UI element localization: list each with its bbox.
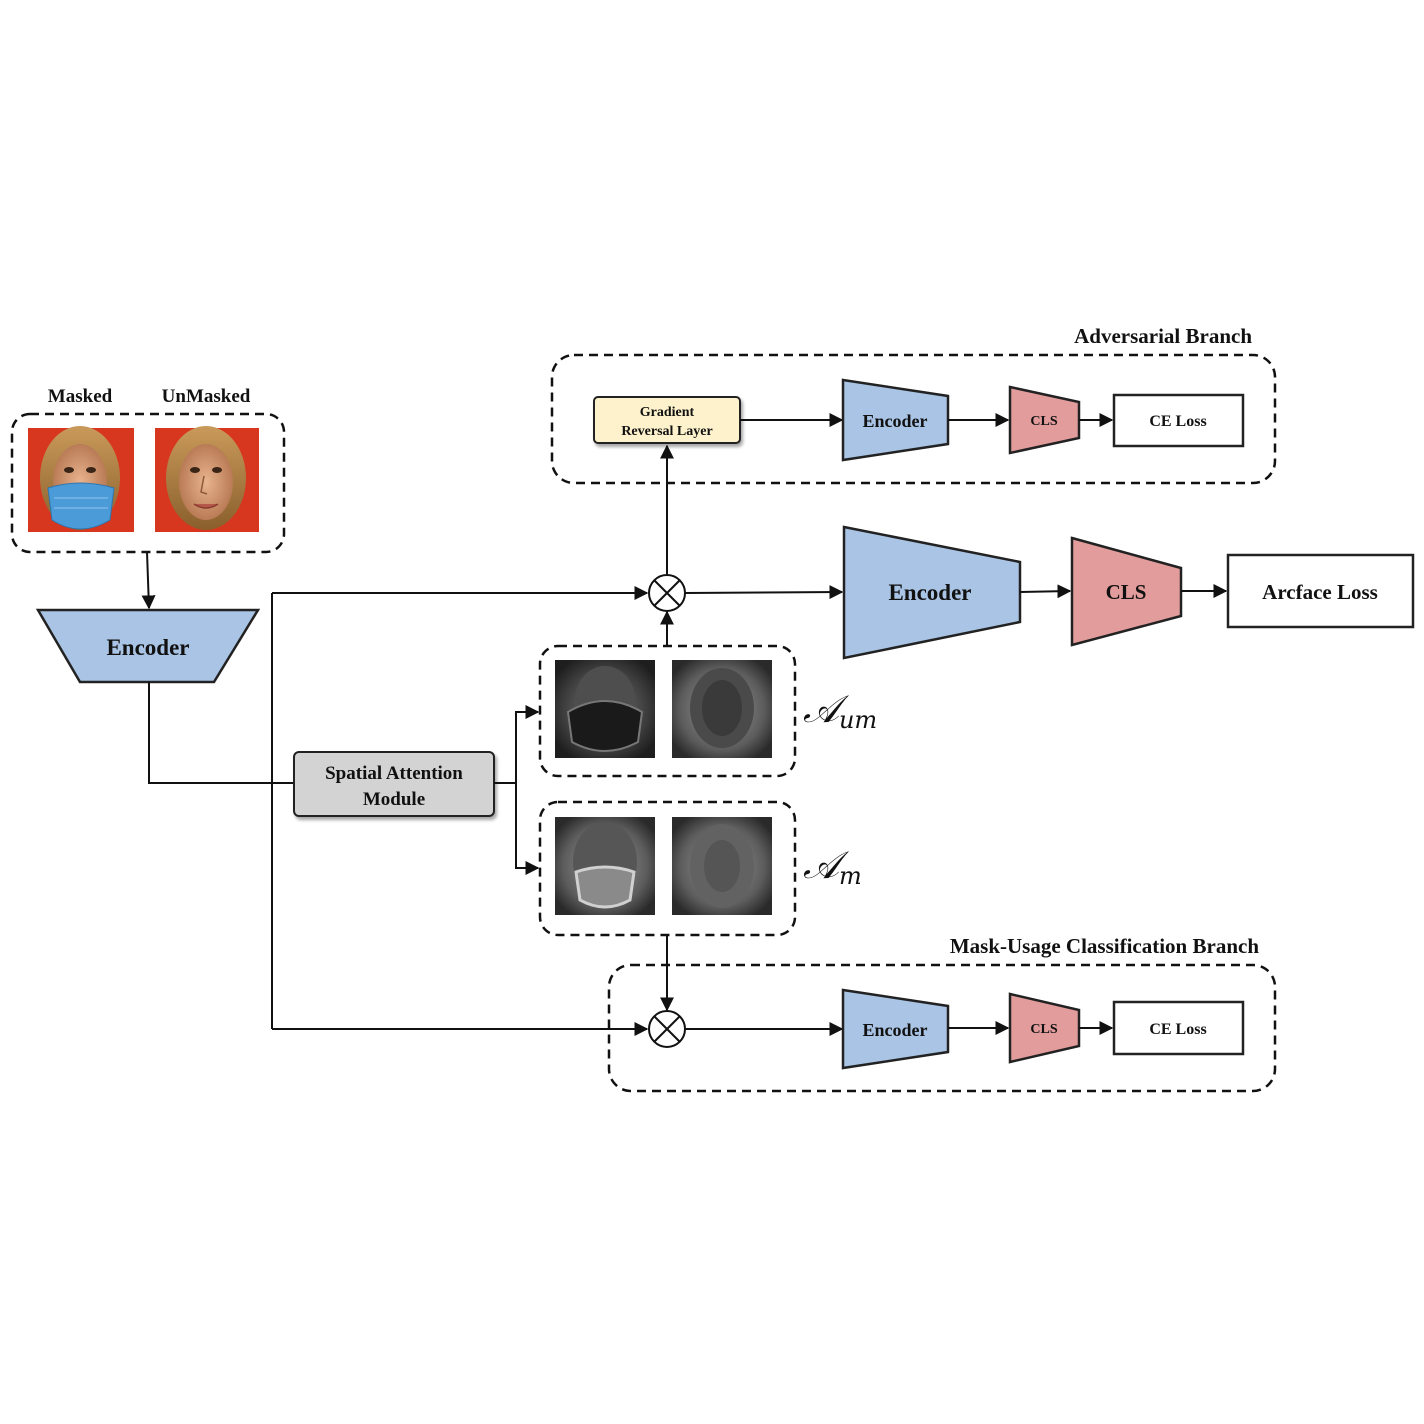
main-encoder: Encoder <box>842 525 1022 660</box>
adversarial-ce-loss-label: CE Loss <box>1149 413 1206 430</box>
mask-usage-branch-dashed-box <box>607 963 1277 1093</box>
aum-image-2 <box>672 660 772 758</box>
grl-label-line2: Reversal Layer <box>621 424 712 439</box>
mask-usage-branch-title: Mask-Usage Classification Branch <box>950 934 1259 958</box>
sam-label-line2: Module <box>363 789 425 810</box>
adversarial-branch: Adversarial Branch Gradient Reversal Lay… <box>550 324 1277 485</box>
spatial-attention-module: Spatial Attention Module <box>293 751 495 817</box>
arcface-loss: Arcface Loss <box>1226 553 1415 629</box>
arrow-main-encoder-to-cls <box>1019 584 1072 599</box>
backbone-encoder-label: Encoder <box>106 635 189 660</box>
am-image-1 <box>555 817 655 915</box>
arrow-sam-to-aum <box>515 705 540 783</box>
main-cls-label: CLS <box>1106 580 1147 604</box>
arrow-images-to-encoder <box>141 551 156 610</box>
sam-label-line1: Spatial Attention <box>325 763 463 784</box>
mask-usage-ce-loss: CE Loss <box>1112 1000 1245 1056</box>
adversarial-encoder-label: Encoder <box>863 411 928 431</box>
mask-usage-encoder: Encoder <box>841 988 950 1070</box>
gradient-reversal-layer: Gradient Reversal Layer <box>593 396 741 444</box>
top-multiply-operator <box>648 574 686 612</box>
unmasked-label: UnMasked <box>162 386 251 407</box>
adversarial-encoder: Encoder <box>841 378 950 462</box>
adversarial-branch-dashed-box <box>550 353 1277 485</box>
adversarial-cls: CLS <box>1008 385 1081 455</box>
aum-image-1 <box>555 660 655 758</box>
mask-usage-ce-loss-label: CE Loss <box>1149 1021 1206 1038</box>
arcface-loss-label: Arcface Loss <box>1262 580 1378 604</box>
backbone-encoder: Encoder <box>35 608 261 684</box>
adversarial-branch-title: Adversarial Branch <box>1074 324 1252 348</box>
main-encoder-label: Encoder <box>888 580 971 605</box>
input-images-group: Masked UnMasked <box>10 386 286 554</box>
masked-face-image <box>28 426 134 532</box>
aum-symbol: 𝒜um <box>803 687 877 734</box>
mask-usage-branch: Mask-Usage Classification Branch Encoder… <box>607 934 1277 1093</box>
bottom-multiply-operator <box>648 1010 686 1048</box>
main-cls: CLS <box>1070 536 1183 647</box>
attention-map-unmasked-group: 𝒜um <box>538 644 877 778</box>
mask-usage-cls-label: CLS <box>1030 1022 1057 1037</box>
masked-label: Masked <box>48 386 113 407</box>
arrow-multiply-to-main-encoder <box>684 585 844 600</box>
mask-usage-encoder-label: Encoder <box>863 1020 928 1040</box>
adversarial-ce-loss: CE Loss <box>1112 393 1245 448</box>
am-symbol: 𝒜m <box>803 843 862 890</box>
adversarial-cls-label: CLS <box>1030 414 1057 429</box>
grl-label-line1: Gradient <box>640 405 695 420</box>
unmasked-face-image <box>155 426 259 532</box>
am-image-2 <box>672 817 772 915</box>
mask-usage-cls: CLS <box>1008 992 1081 1064</box>
arrow-sam-to-am <box>515 783 540 875</box>
main-branch: Encoder CLS Arcface Loss <box>842 525 1415 660</box>
attention-map-masked-group: 𝒜m <box>538 800 862 937</box>
line-encoder-to-sam <box>148 682 294 784</box>
